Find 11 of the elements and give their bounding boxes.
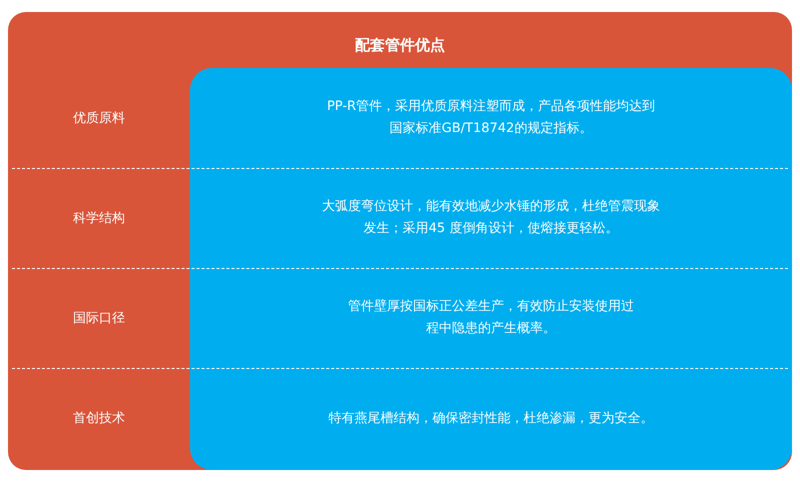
description-text: 大弧度弯位设计，能有效地减少水锤的形成，杜绝管震现象发生；采用45 度倒角设计，使熔接更轻松。 — [321, 198, 661, 238]
content-panel — [190, 68, 792, 470]
row-label: 国际口径 — [72, 310, 126, 328]
row-label: 优质原料 — [72, 110, 126, 128]
panel-title: 配套管件优点 — [354, 36, 446, 55]
panel-background — [8, 12, 792, 470]
description-text: PP-R管件，采用优质原料注塑而成，产品各项性能均达到国家标准GB/T18742的规定指标。 — [326, 98, 656, 138]
description-text: 特有燕尾槽结构，确保密封性能，杜绝渗漏，更为安全。 — [328, 410, 654, 428]
row-label: 科学结构 — [72, 210, 126, 228]
description-text: 管件壁厚按国标正公差生产，有效防止安装使用过程中隐患的产生概率。 — [347, 298, 635, 338]
row-label: 首创技术 — [72, 410, 126, 428]
